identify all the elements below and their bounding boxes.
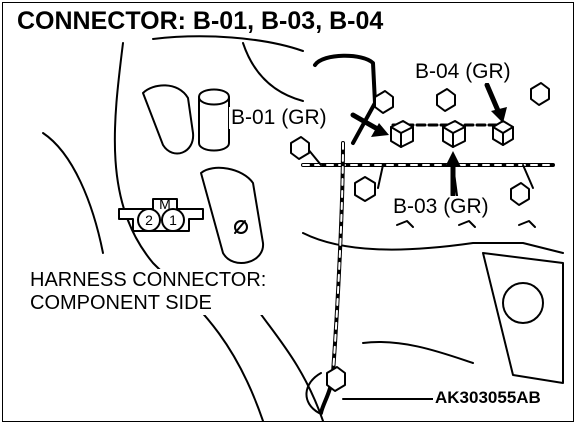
callout-b03: B-03 (GR): [391, 195, 491, 218]
harness-note-line2: COMPONENT SIDE: [30, 292, 212, 314]
harness-note-line1: HARNESS CONNECTOR:: [30, 269, 267, 291]
pin-2-label: 2: [145, 212, 153, 228]
branch-b03c: [522, 164, 534, 189]
knob-top: [198, 96, 230, 106]
bracket-outline: [242, 42, 304, 102]
callout-b01: B-01 (GR): [229, 106, 329, 129]
knob-cylinder: [198, 88, 230, 152]
connector-misc-2: [436, 88, 456, 112]
connector-lower: [326, 366, 346, 392]
diagram-frame: M 2 1 CONNECTOR: B-01, B-03, B-04 B-04 (…: [2, 2, 574, 422]
arrow-b04: [484, 82, 502, 116]
connector-small-3: [518, 220, 536, 228]
bottom-ridge: [362, 341, 474, 364]
connector-symbol: M 2 1: [118, 196, 204, 232]
pin-1-label: 1: [169, 212, 177, 228]
bolt-right: [502, 282, 544, 324]
harness-down-dash: [332, 142, 344, 374]
connector-b03-1: [354, 176, 376, 202]
connector-misc-1: [374, 90, 394, 114]
harness-down: [319, 141, 345, 415]
connector-small-1: [396, 220, 414, 228]
pipe-left: [200, 166, 265, 264]
engine-bay-illustration: M 2 1: [42, 35, 564, 421]
connector-b03-2: [510, 182, 530, 206]
connector-b01: [390, 120, 414, 148]
lower-left-curve: [252, 302, 324, 421]
pin-1-circle: [161, 208, 185, 232]
engine-outline-mid: [42, 132, 104, 254]
harness-note: HARNESS CONNECTOR: COMPONENT SIDE: [27, 269, 270, 315]
right-block: [482, 252, 564, 384]
pin-2-circle: [137, 208, 161, 232]
arrow-b04-head: [491, 107, 507, 123]
connector-misc-3: [530, 82, 550, 106]
arrow-b01-head: [371, 123, 389, 137]
engine-outline-upper: [152, 35, 304, 52]
hose-upper: [142, 84, 195, 155]
engine-outline-left: [113, 42, 264, 421]
callout-b04: B-04 (GR): [413, 60, 513, 83]
connector-b04-1: [442, 120, 466, 148]
branch-b03a: [377, 164, 384, 189]
figure-id: AK303055AB: [433, 388, 543, 408]
connector-mark: M: [159, 196, 171, 212]
lower-wire: [305, 372, 322, 414]
harness-loop: [313, 53, 377, 145]
connector-small-2: [458, 220, 476, 228]
connector-b04-2: [492, 120, 514, 146]
connector-top-left: [290, 136, 310, 160]
arrow-b03-head: [445, 151, 461, 167]
diagram-title: CONNECTOR: B-01, B-03, B-04: [17, 7, 384, 35]
ground-stud: [234, 220, 248, 234]
lower-body-outline: [302, 232, 564, 254]
